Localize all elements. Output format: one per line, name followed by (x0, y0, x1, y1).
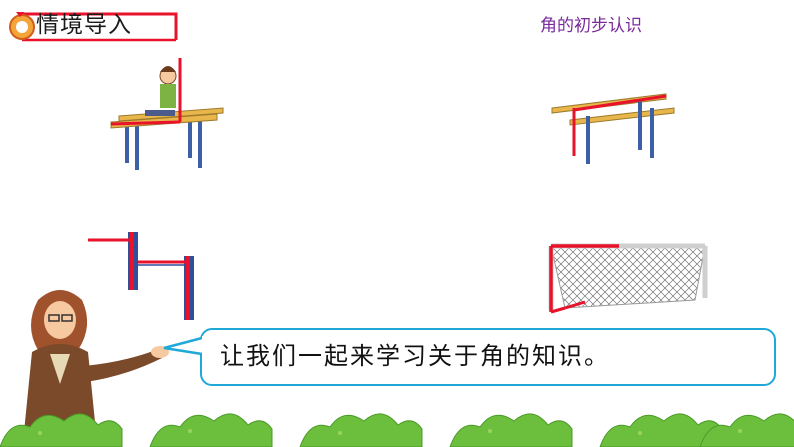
speech-text: 让我们一起来学习关于角的知识。 (220, 342, 610, 370)
section-header (8, 8, 180, 46)
lesson-title: 角的初步认识 (540, 16, 642, 36)
teacher (24, 290, 169, 432)
section-title: 情境导入 (36, 12, 132, 38)
boy-on-parallel-bars (110, 58, 224, 170)
speech-bubble-tail (163, 336, 206, 356)
speech-bubble (200, 328, 776, 386)
parallel-bars (551, 93, 675, 164)
grass-bushes (0, 413, 794, 447)
soccer-goal (548, 243, 708, 314)
horizontal-bar-post (88, 232, 194, 320)
header-ribbon-icon (9, 12, 178, 42)
